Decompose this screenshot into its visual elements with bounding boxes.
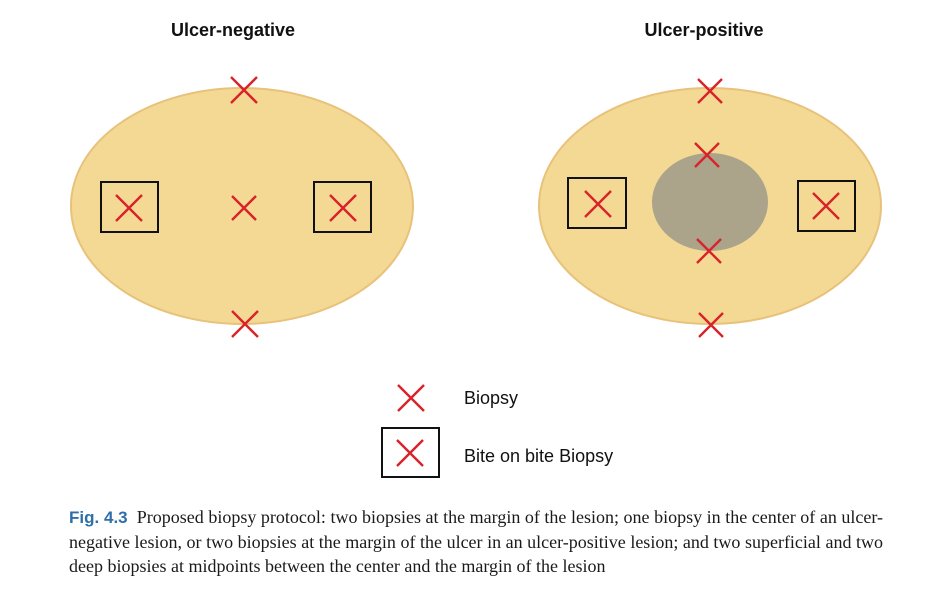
figure-caption: Fig. 4.3 Proposed biopsy protocol: two b… [69, 505, 883, 578]
caption-text: Proposed biopsy protocol: two biopsies a… [69, 507, 884, 576]
bite-on-bite-biopsy-right [797, 180, 856, 232]
ulcer-positive-title: Ulcer-positive [644, 20, 763, 40]
ulcer-negative-title: Ulcer-negative [171, 20, 295, 40]
ulcer-area [652, 153, 768, 251]
biopsy-marker-top [230, 76, 258, 104]
biopsy-protocol-diagram: Ulcer-negative Ulcer-positive [70, 20, 882, 478]
bite-on-bite-biopsy-right [313, 181, 372, 233]
biopsy-marker-ulcer-bottom [696, 238, 722, 264]
biopsy-marker-bottom [231, 310, 259, 338]
legend-biopsy-icon [397, 384, 425, 412]
legend-biopsy-label: Biopsy [464, 388, 518, 408]
bite-on-bite-biopsy-left [567, 177, 627, 229]
figure-label: Fig. 4.3 [69, 508, 128, 527]
legend-bite-on-bite-label: Bite on bite Biopsy [464, 446, 613, 466]
biopsy-marker-bottom [698, 312, 724, 338]
biopsy-marker-top [697, 78, 723, 104]
biopsy-marker-ulcer-top [694, 142, 720, 168]
legend: Biopsy Bite on bite Biopsy [381, 384, 613, 478]
legend-bite-on-bite-icon [381, 427, 440, 478]
bite-on-bite-biopsy-left [100, 181, 159, 233]
biopsy-marker-center [231, 195, 257, 221]
